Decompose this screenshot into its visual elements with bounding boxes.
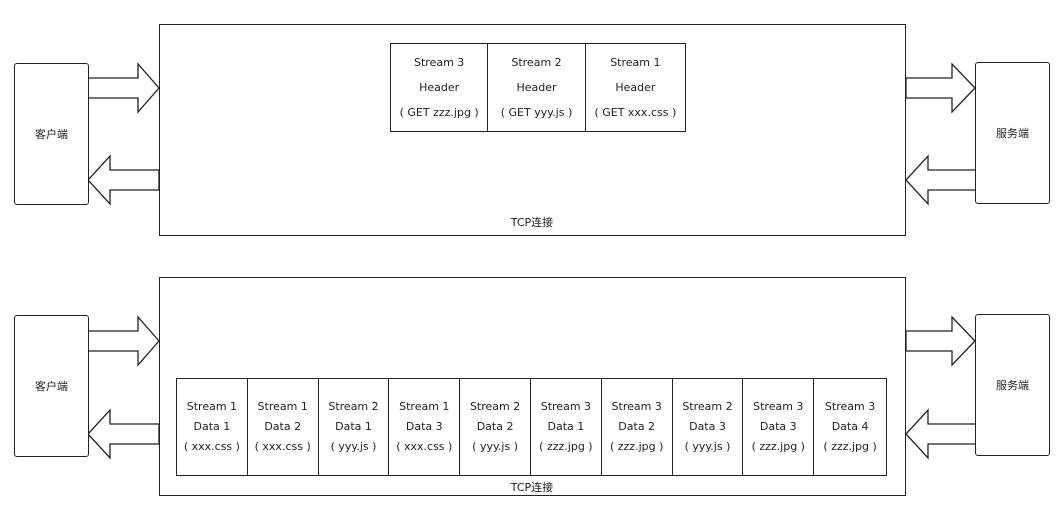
frame-kind: Data 3 — [689, 419, 726, 433]
frame-kind: Data 1 — [547, 419, 585, 433]
frame-detail: ( zzz.jpg ) — [823, 440, 877, 454]
client-box-top: 客户端 — [14, 63, 89, 205]
frame-detail: ( GET yyy.js ) — [500, 106, 573, 120]
frame-detail: ( xxx.css ) — [254, 440, 311, 454]
frame-detail: ( zzz.jpg ) — [751, 440, 805, 454]
frame-detail: ( xxx.css ) — [396, 440, 453, 454]
connection-to-server-arrow-top — [905, 62, 976, 114]
data-frame: Stream 2 Data 3 ( yyy.js ) — [673, 379, 744, 475]
frame-kind: Data 2 — [476, 419, 514, 433]
frame-detail: ( GET xxx.css ) — [594, 106, 677, 120]
connection-to-client-arrow-top — [87, 154, 160, 206]
frame-detail: ( zzz.jpg ) — [609, 440, 664, 454]
client-box-bottom: 客户端 — [14, 315, 89, 457]
frame-stream: Stream 1 — [610, 55, 661, 69]
frame-kind: Data 2 — [264, 419, 302, 433]
frame-kind: Header — [615, 80, 656, 94]
data-frame: Stream 3 Data 4 ( zzz.jpg ) — [814, 379, 886, 475]
frame-stream: Stream 1 — [186, 399, 238, 413]
frame-kind: Data 2 — [618, 419, 656, 433]
data-frame: Stream 3 Data 2 ( zzz.jpg ) — [602, 379, 673, 475]
frame-stream: Stream 2 — [328, 399, 379, 413]
header-frame: Stream 2 Header ( GET yyy.js ) — [488, 44, 586, 131]
server-box-bottom: 服务端 — [975, 314, 1050, 456]
server-box-top: 服务端 — [975, 62, 1050, 204]
server-to-connection-arrow-top — [905, 154, 977, 206]
frame-stream: Stream 1 — [257, 399, 308, 413]
connection-to-client-arrow-bottom — [87, 408, 160, 460]
frame-stream: Stream 2 — [469, 399, 521, 413]
frame-stream: Stream 3 — [824, 399, 876, 413]
frame-stream: Stream 3 — [753, 399, 804, 413]
server-label: 服务端 — [996, 127, 1029, 140]
frame-detail: ( zzz.jpg ) — [539, 440, 593, 454]
frame-detail: ( xxx.css ) — [183, 440, 240, 454]
frame-detail: ( yyy.js ) — [330, 440, 377, 454]
frame-kind: Header — [419, 80, 460, 94]
frame-stream: Stream 2 — [511, 55, 562, 69]
server-to-connection-arrow-bottom — [905, 408, 977, 460]
data-frame: Stream 2 Data 1 ( yyy.js ) — [319, 379, 390, 475]
frame-stream: Stream 2 — [682, 399, 733, 413]
frame-stream: Stream 3 — [540, 399, 592, 413]
header-frames-row: Stream 3 Header ( GET zzz.jpg ) Stream 2… — [390, 43, 686, 132]
frame-kind: Data 3 — [759, 419, 797, 433]
data-frame: Stream 3 Data 1 ( zzz.jpg ) — [531, 379, 602, 475]
frame-kind: Data 1 — [335, 419, 372, 433]
frame-kind: Data 3 — [405, 419, 443, 433]
client-label: 客户端 — [35, 380, 68, 393]
frame-stream: Stream 3 — [414, 55, 465, 69]
frame-detail: ( yyy.js ) — [472, 440, 518, 454]
frame-stream: Stream 1 — [399, 399, 450, 413]
data-frame: Stream 1 Data 1 ( xxx.css ) — [177, 379, 248, 475]
server-label: 服务端 — [996, 379, 1029, 392]
client-to-connection-arrow-bottom — [87, 315, 160, 367]
frame-detail: ( yyy.js ) — [684, 440, 731, 454]
frame-kind: Header — [516, 80, 557, 94]
frame-detail: ( GET zzz.jpg ) — [399, 106, 479, 120]
client-label: 客户端 — [35, 128, 68, 141]
connection-label-top: TCP连接 — [510, 216, 554, 229]
connection-to-server-arrow-bottom — [905, 315, 976, 367]
frame-stream: Stream 3 — [611, 399, 662, 413]
data-frames-row: Stream 1 Data 1 ( xxx.css ) Stream 1 Dat… — [176, 378, 887, 476]
frame-kind: Data 4 — [831, 419, 869, 433]
data-frame: Stream 1 Data 3 ( xxx.css ) — [389, 379, 461, 475]
data-frame: Stream 1 Data 2 ( xxx.css ) — [248, 379, 319, 475]
data-frame: Stream 3 Data 3 ( zzz.jpg ) — [743, 379, 815, 475]
client-to-connection-arrow-top — [87, 62, 160, 114]
frame-kind: Data 1 — [193, 419, 231, 433]
data-frame: Stream 2 Data 2 ( yyy.js ) — [460, 379, 531, 475]
header-frame: Stream 3 Header ( GET zzz.jpg ) — [391, 44, 489, 131]
header-frame: Stream 1 Header ( GET xxx.css ) — [586, 44, 685, 131]
connection-label-bottom: TCP连接 — [510, 481, 554, 494]
